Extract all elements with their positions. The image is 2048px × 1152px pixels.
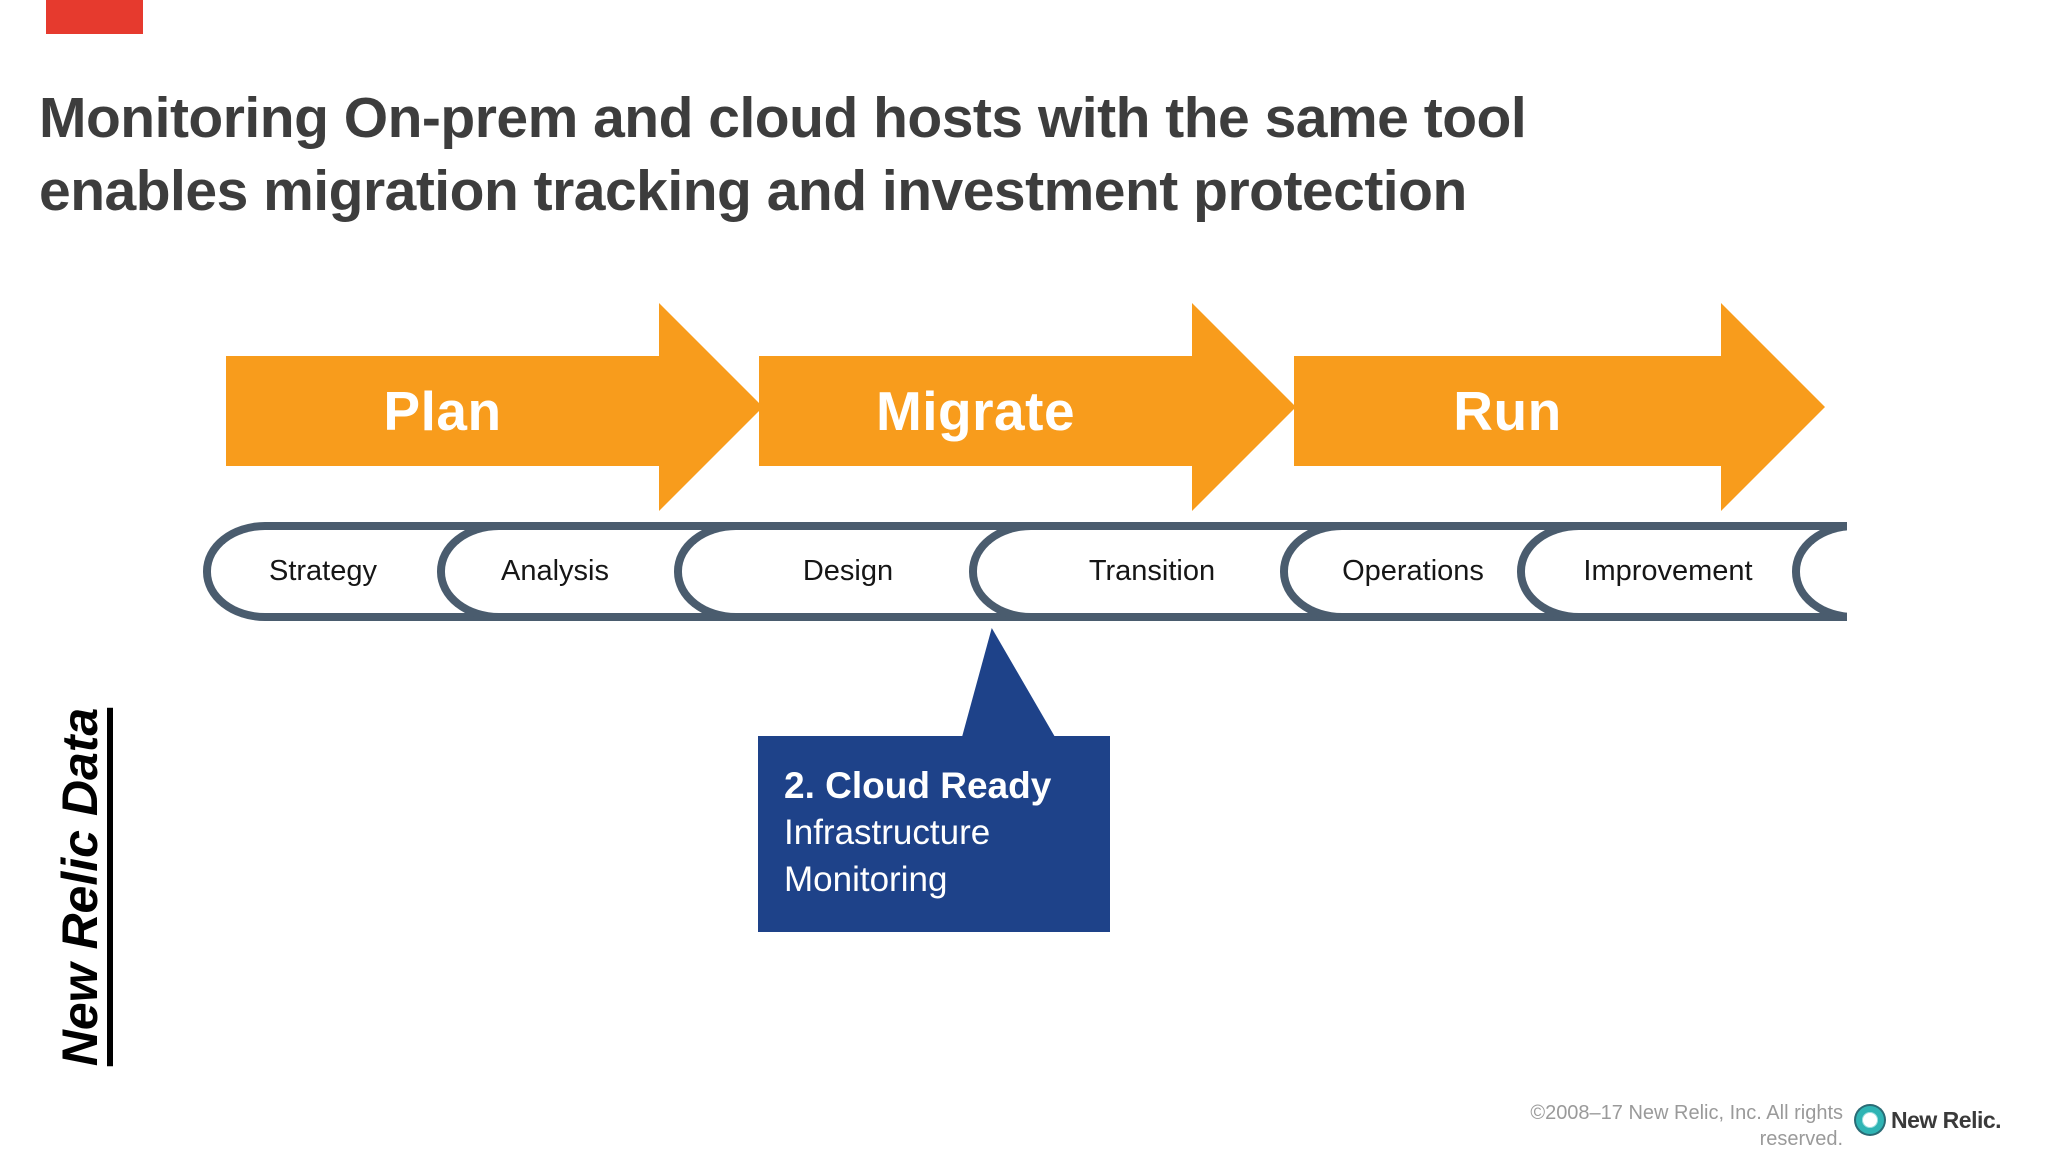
copyright-line-2: reserved. [1759, 1128, 1843, 1150]
arrow-label: Run [1453, 380, 1562, 442]
pipeline-stage-improvement: Improvement [1583, 555, 1753, 587]
arrow-head-icon [659, 303, 763, 511]
new-relic-logo-text: New Relic. [1891, 1106, 2002, 1133]
copyright-text: ©2008–17 New Relic, Inc. All rights rese… [1423, 1100, 1843, 1152]
copyright-line-1: ©2008–17 New Relic, Inc. All rights [1530, 1102, 1843, 1124]
pipeline-stage-design: Design [802, 555, 894, 587]
arrow-body: Migrate [759, 356, 1192, 466]
callout-line-2: Infrastructure [784, 813, 991, 852]
arrow-head-icon [1192, 303, 1296, 511]
title-line-2: enables migration tracking and investmen… [39, 159, 1467, 223]
pipeline-stage-strategy: Strategy [269, 555, 377, 587]
arrow-head-icon [1721, 303, 1825, 511]
new-relic-ring-icon [1856, 1106, 1884, 1134]
arrow-label: Migrate [875, 380, 1076, 442]
arrow-label: Plan [383, 380, 502, 442]
side-label-new-relic-data: New Relic Data [52, 707, 108, 1067]
pipeline-stage-operations: Operations [1342, 555, 1484, 587]
title-line-1: Monitoring On-prem and cloud hosts with … [39, 86, 1527, 150]
pipeline-stage-transition: Transition [1088, 555, 1216, 587]
red-marker [46, 0, 143, 34]
itil-pipeline: Strategy Analysis Design Transition Operatio… [203, 522, 1847, 621]
callout-line-3: Monitoring [784, 860, 948, 899]
new-relic-logo: New Relic. [1856, 1106, 2002, 1134]
pipeline-stage-analysis: Analysis [501, 555, 609, 587]
arrow-body: Plan [226, 356, 659, 466]
callout-title: 2. Cloud Ready [784, 765, 1052, 806]
callout-pointer [962, 628, 1055, 737]
arrow-body: Run [1294, 356, 1721, 466]
cloud-ready-callout: 2. Cloud Ready Infrastructure Monitoring [758, 736, 1110, 932]
page-title: Monitoring On-prem and cloud hosts with … [39, 82, 1919, 228]
